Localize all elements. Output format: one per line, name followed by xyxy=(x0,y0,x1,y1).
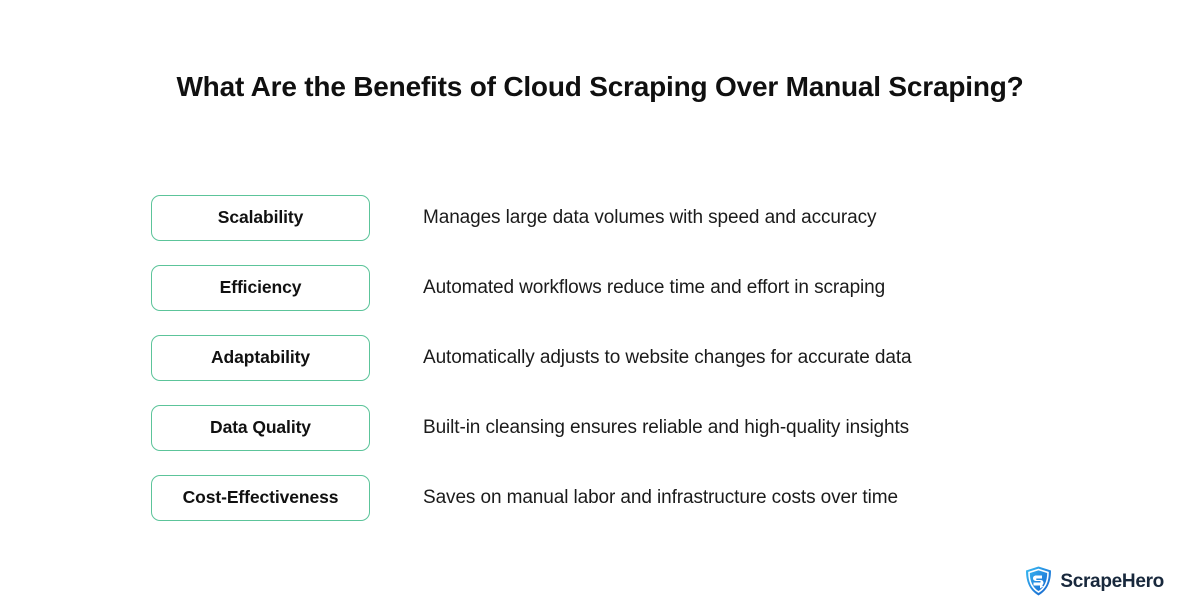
benefit-description: Built-in cleansing ensures reliable and … xyxy=(423,416,910,438)
benefit-label: Scalability xyxy=(217,207,304,228)
list-item: Efficiency Automated workflows reduce ti… xyxy=(151,265,1051,311)
benefit-description: Automatically adjusts to website changes… xyxy=(423,346,912,368)
benefit-description: Manages large data volumes with speed an… xyxy=(423,206,877,228)
shield-logo-icon xyxy=(1026,566,1052,596)
list-item: Adaptability Automatically adjusts to we… xyxy=(151,335,1051,381)
page-title: What Are the Benefits of Cloud Scraping … xyxy=(176,71,1024,102)
benefit-label: Data Quality xyxy=(210,417,311,438)
benefit-chip-adaptability: Adaptability xyxy=(151,335,370,381)
benefit-chip-cost-effectiveness: Cost-Effectiveness xyxy=(151,475,370,521)
benefit-label: Efficiency xyxy=(219,277,302,298)
benefit-chip-scalability: Scalability xyxy=(151,195,370,241)
benefit-label: Cost-Effectiveness xyxy=(182,487,339,508)
brand-name: ScrapeHero xyxy=(1060,570,1164,592)
benefit-description: Automated workflows reduce time and effo… xyxy=(423,276,886,298)
benefit-chip-efficiency: Efficiency xyxy=(151,265,370,311)
benefit-description: Saves on manual labor and infrastructure… xyxy=(423,486,898,508)
list-item: Scalability Manages large data volumes w… xyxy=(151,195,1051,241)
benefit-chip-data-quality: Data Quality xyxy=(151,405,370,451)
list-item: Cost-Effectiveness Saves on manual labor… xyxy=(151,475,1051,521)
benefits-list: Scalability Manages large data volumes w… xyxy=(151,195,1051,521)
benefit-label: Adaptability xyxy=(211,347,310,368)
list-item: Data Quality Built-in cleansing ensures … xyxy=(151,405,1051,451)
brand-logo: ScrapeHero xyxy=(1025,566,1164,596)
